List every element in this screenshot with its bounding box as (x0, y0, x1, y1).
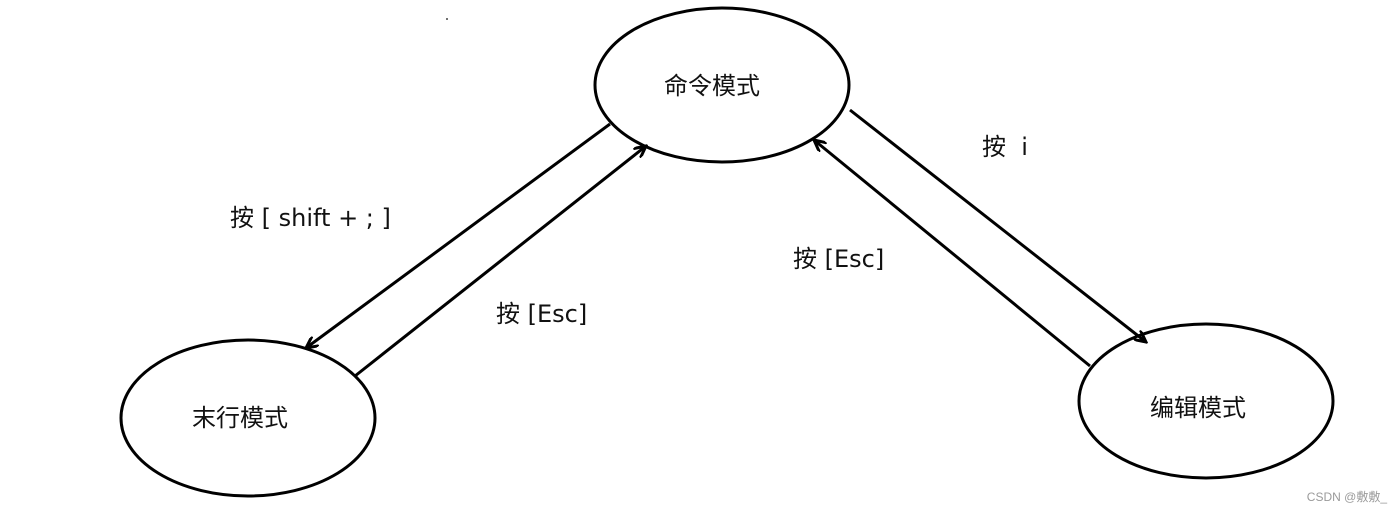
arrow-edit-to-command (814, 140, 1091, 368)
label-edit-to-command: 按 [Esc] (793, 245, 884, 273)
arrow-lastline-to-command (354, 146, 646, 378)
lastline-mode-node (119, 338, 377, 498)
edit-mode-label: 编辑模式 (1150, 394, 1246, 422)
watermark-text: CSDN @敷敷_ (1306, 490, 1387, 504)
edit-mode-node (1077, 322, 1335, 480)
command-mode-label: 命令模式 (664, 72, 760, 100)
arrow-command-to-edit (849, 108, 1146, 342)
label-command-to-lastline: 按 [ shift + ; ] (230, 204, 391, 232)
lastline-mode-label: 末行模式 (192, 404, 288, 432)
stray-dot (446, 18, 448, 20)
label-lastline-to-command: 按 [Esc] (496, 300, 587, 328)
command-mode-node (593, 6, 851, 164)
arrow-command-to-lastline (306, 122, 611, 348)
label-command-to-edit: 按 i (982, 133, 1028, 161)
